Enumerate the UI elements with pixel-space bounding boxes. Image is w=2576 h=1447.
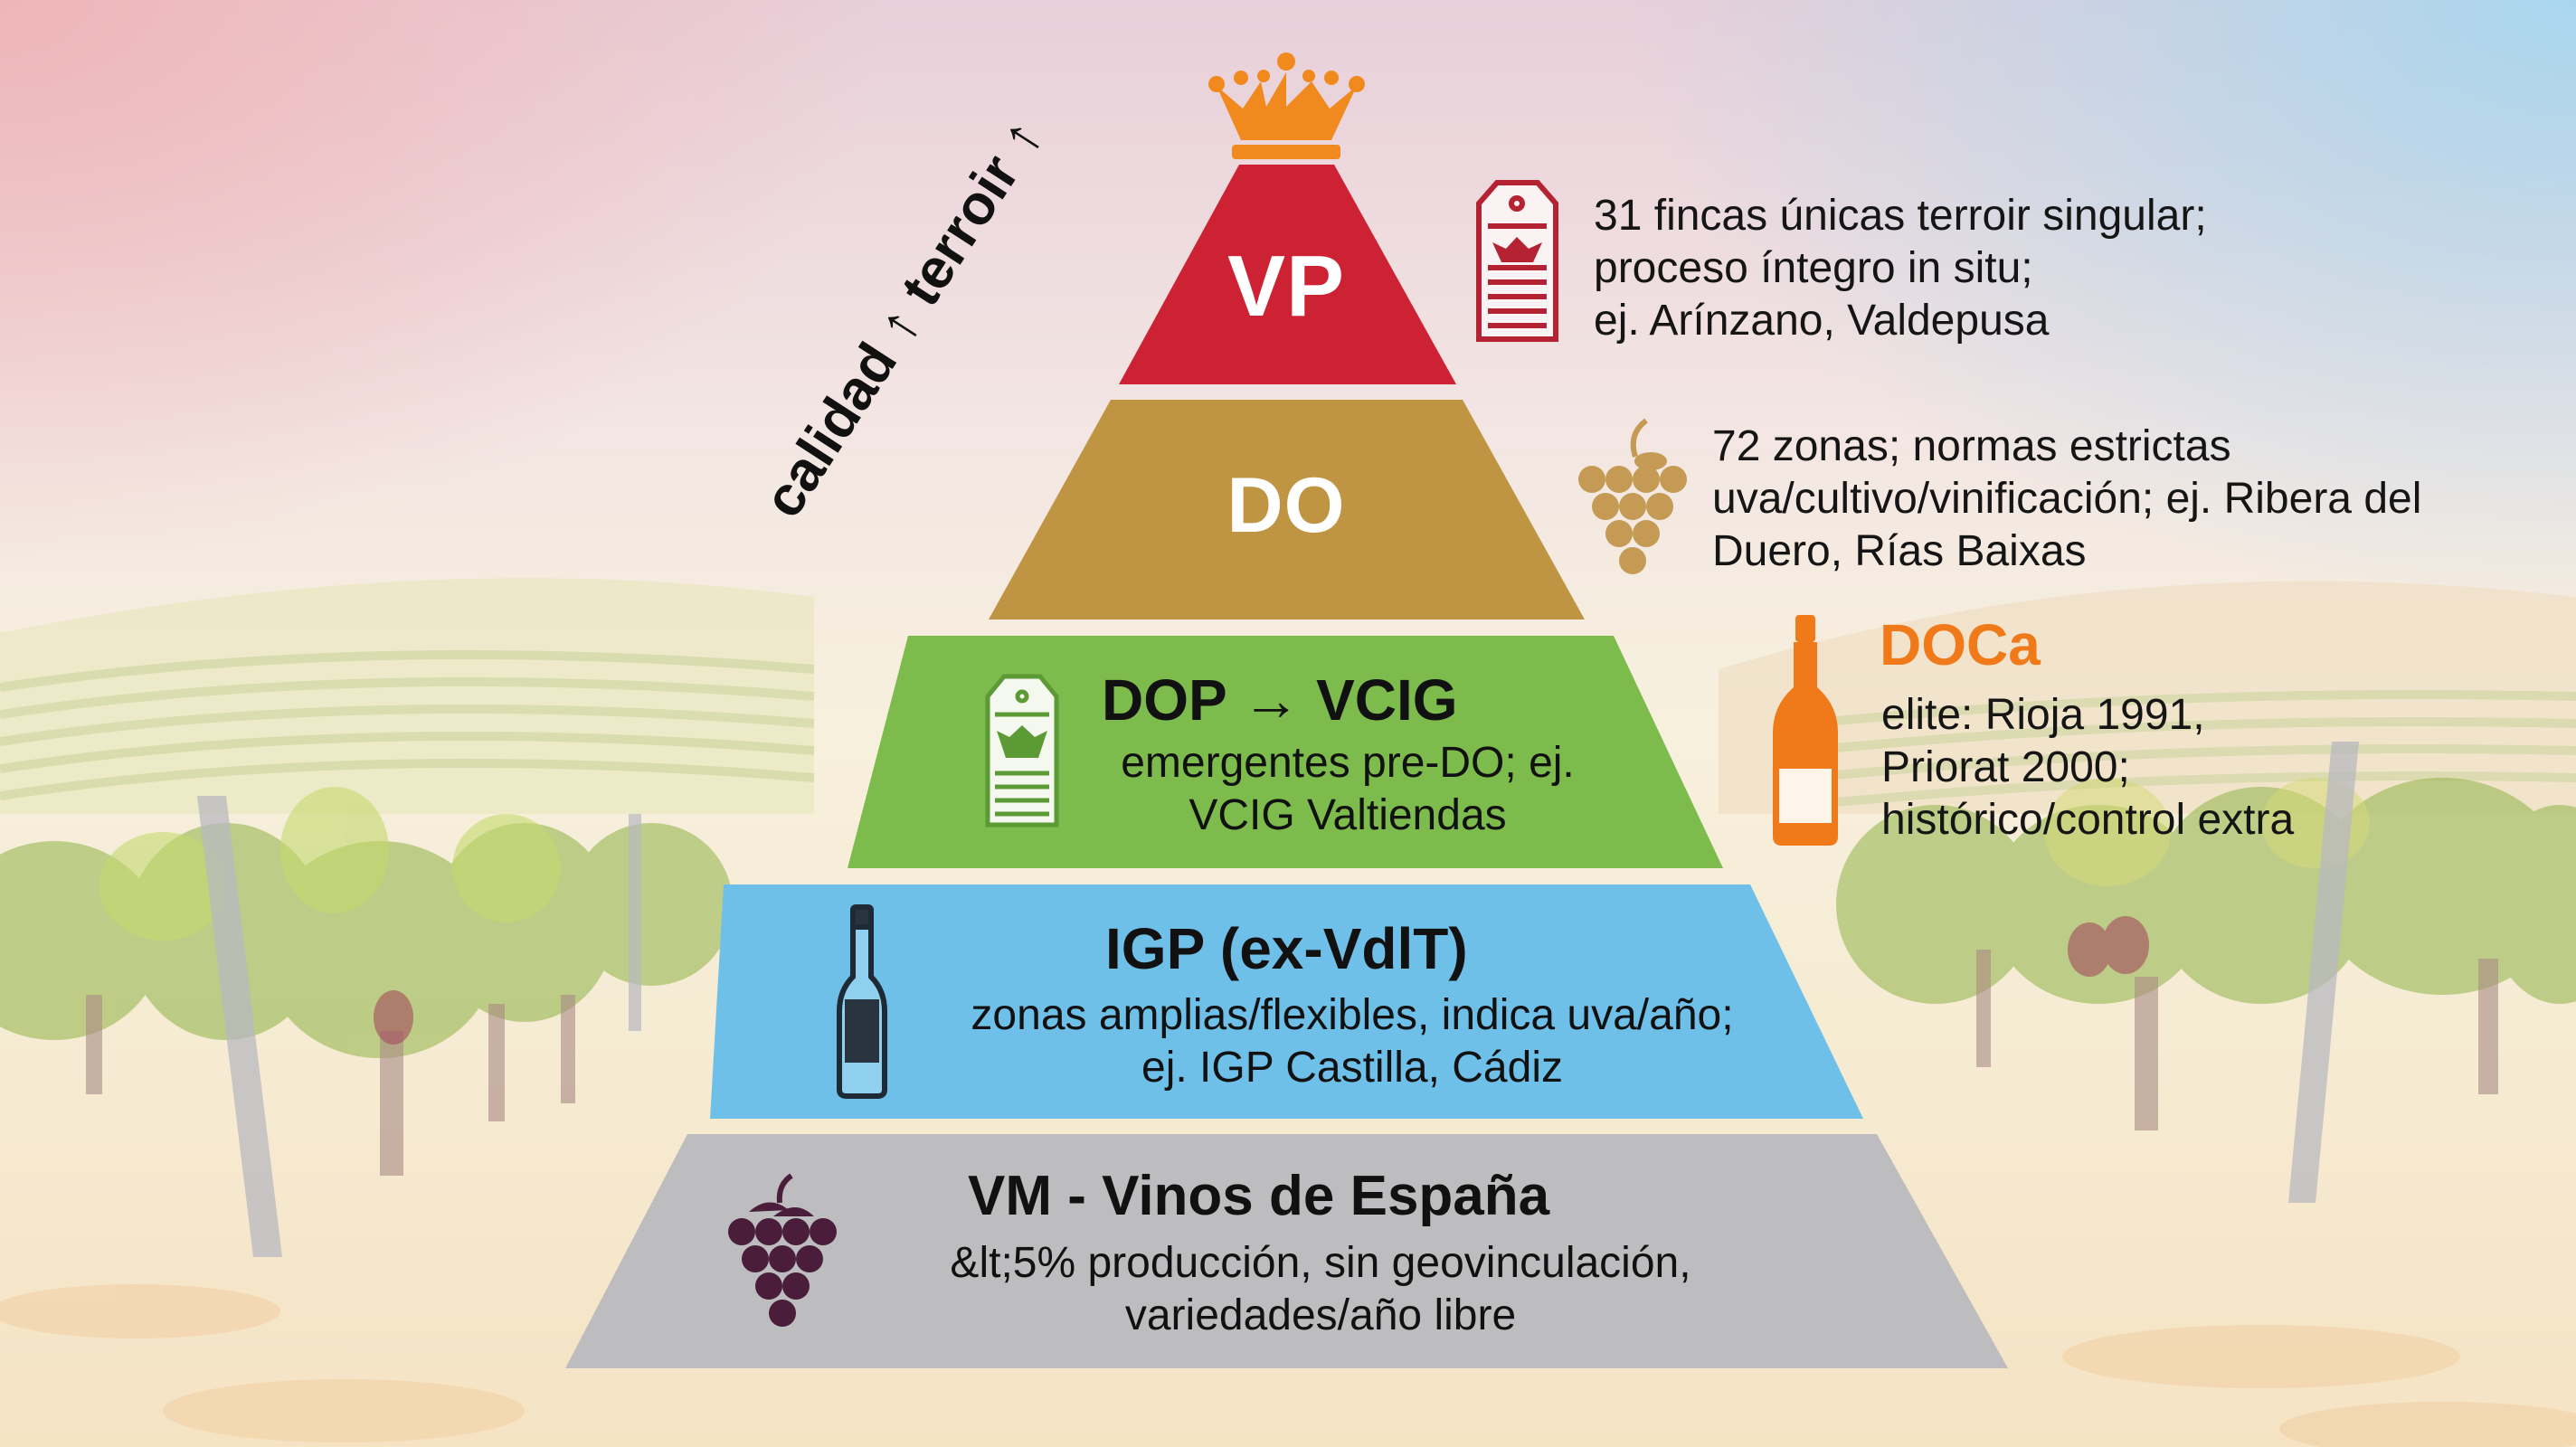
tier-vm-desc-line: variedades/año libre [1124,1291,1517,1339]
doca-description: elite: Rioja 1991, Priorat 2000; históri… [1881,689,2294,846]
tier-do-desc-line: uva/cultivo/vinificación; ej. Ribera del [1712,475,2422,523]
wine-bottle-icon [1773,615,1838,846]
tier-do-label: DO [1226,462,1346,549]
doca-desc-line: histórico/control extra [1881,796,2295,844]
tier-igp-desc-line: ej. IGP Castilla, Cádiz [1141,1044,1563,1092]
tier-vp-desc-line: 31 fincas únicas terroir singular; [1594,192,2207,240]
tier-vm-desc-line: &lt;5% producción, sin geovinculación, [950,1239,1691,1287]
tier-vm-description: &lt;5% producción, sin geovinculación, v… [859,1237,1782,1342]
doca-title: DOCa [1880,612,2041,677]
tier-dop-vcig-desc-line: VCIG Valtiendas [1189,791,1507,839]
tier-vp-label: VP [1226,238,1346,335]
tier-vm-shape [565,1134,2008,1368]
grapes-icon [1578,418,1687,574]
tier-dop-vcig-shape [848,636,1723,868]
doca-desc-line: elite: Rioja 1991, [1881,691,2205,739]
tier-vp-desc-line: proceso íntegro in situ; [1594,244,2033,292]
label-tag-emblem [997,725,1047,758]
doca-desc-line: Priorat 2000; [1881,743,2130,791]
wine-bottle-icon [837,904,887,1099]
tier-dop-vcig-title: DOP → VCIG [1102,667,1458,733]
tier-do-desc-line: 72 zonas; normas estrictas [1712,422,2231,470]
tier-vp-shape [1119,165,1456,384]
tier-dop-vcig-description: emergentes pre-DO; ej. VCIG Valtiendas [1067,737,1628,842]
tier-vp-desc-line: ej. Arínzano, Valdepusa [1594,297,2050,345]
tier-dop-vcig-desc-line: emergentes pre-DO; ej. [1121,739,1575,787]
tier-do-desc-line: Duero, Rías Baixas [1712,527,2087,575]
tier-do-description: 72 zonas; normas estrictas uva/cultivo/v… [1712,421,2421,578]
tier-do-shape [989,400,1585,619]
tier-igp-shape [710,884,1863,1119]
tier-igp-desc-line: zonas amplias/flexibles, indica uva/año; [971,991,1734,1039]
grapes-icon [728,1173,837,1327]
label-tag-emblem [1492,237,1542,262]
tier-vm-title: VM - Vinos de España [968,1165,1550,1227]
tier-igp-description: zonas amplias/flexibles, indica uva/año;… [914,989,1791,1094]
tier-vp-description: 31 fincas únicas terroir singular; proce… [1594,190,2207,347]
crown-icon [1208,52,1365,159]
tier-igp-title: IGP (ex-VdlT) [1105,916,1468,981]
